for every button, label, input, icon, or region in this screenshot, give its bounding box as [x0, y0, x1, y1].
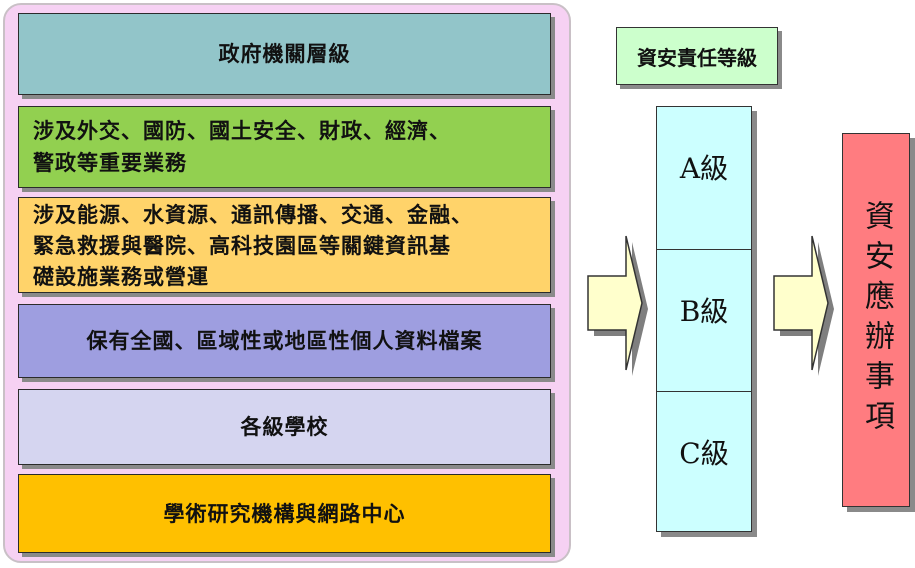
- agency-category-research-network: 學術研究機構與網路中心: [18, 474, 551, 553]
- agency-category-text: 涉及外交、國防、國土安全、財政、經濟、 警政等重要業務: [33, 118, 451, 175]
- agency-level-header: 政府機關層級: [18, 13, 551, 95]
- agency-category-text: 涉及能源、水資源、通訊傳播、交通、金融、 緊急救援與醫院、高科技園區等關鍵資訊基…: [33, 201, 473, 289]
- security-level-a: A級: [679, 152, 729, 185]
- security-matters-box: 資安應辦事項: [842, 133, 910, 507]
- security-level-c: C級: [657, 391, 751, 530]
- flow-arrow-right-icon: [587, 235, 648, 376]
- security-matters-label: 資安應辦事項: [859, 200, 894, 440]
- agency-category-schools: 各級學校: [18, 389, 551, 465]
- security-level-title: 資安責任等級: [616, 27, 778, 85]
- agency-category-critical-infrastructure: 涉及能源、水資源、通訊傳播、交通、金融、 緊急救援與醫院、高科技園區等關鍵資訊基…: [18, 197, 551, 293]
- security-level-b: B級: [657, 249, 751, 391]
- agency-category-critical-affairs: 涉及外交、國防、國土安全、財政、經濟、 警政等重要業務: [18, 106, 551, 188]
- security-level-column: A級 B級 C級: [656, 106, 752, 532]
- agency-category-personal-data: 保有全國、區域性或地區性個人資料檔案: [18, 304, 551, 378]
- flow-arrow-right-icon: [773, 235, 834, 376]
